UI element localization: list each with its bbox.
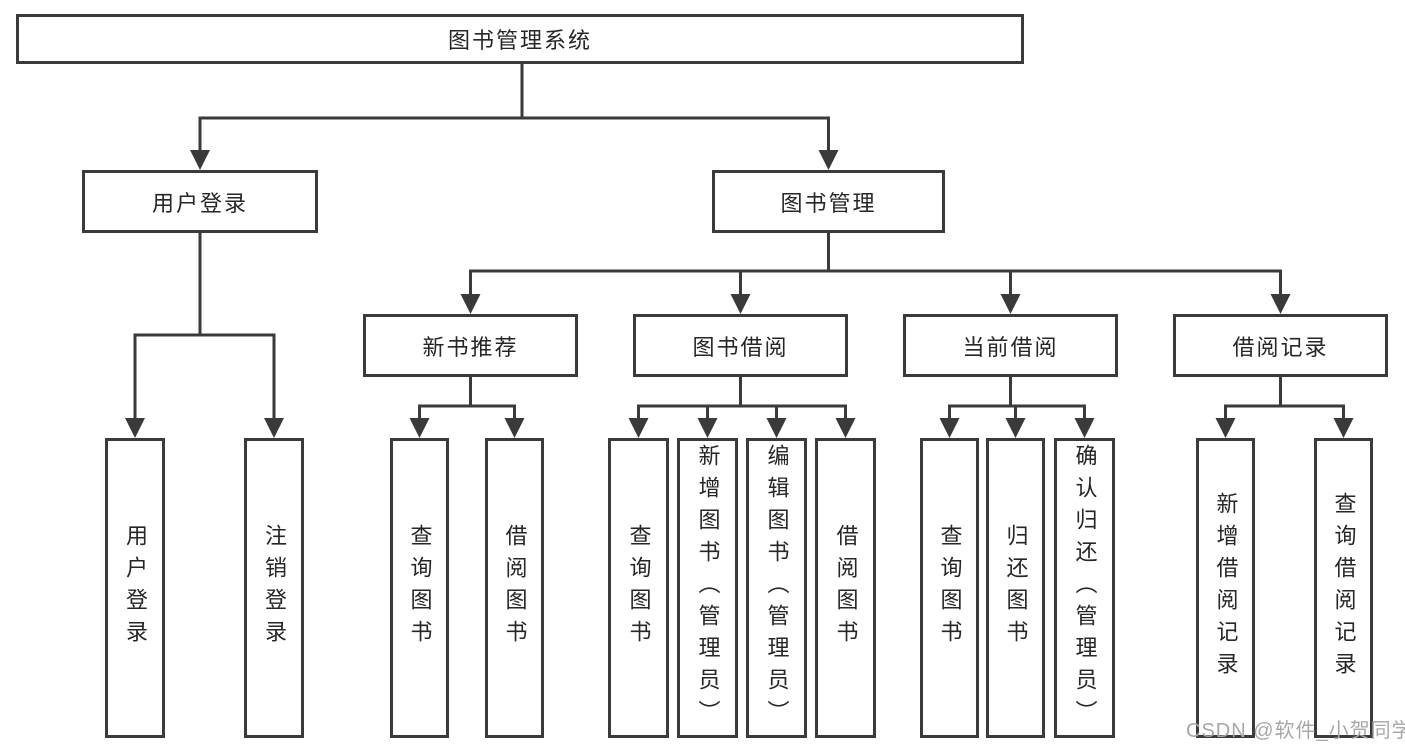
node-label: 新增借阅记录 [1213,492,1239,684]
node-label: 查询图书 [407,524,433,652]
node-label: 图书管理 [780,190,877,216]
node-label: 编辑图书（管理员） [764,444,790,732]
arrowhead-icon [1270,294,1291,314]
node-label: 新增图书（管理员） [695,444,721,732]
arrowhead-icon [409,418,430,438]
arrowhead-icon [264,418,284,438]
arrowhead-icon [1215,418,1236,438]
node-label: 借阅记录 [1232,334,1329,360]
node-label: 当前借阅 [962,334,1059,360]
diagram-node-book-management-branch: 图书管理 [712,170,945,233]
diagram-node-current-borrowing: 当前借阅 [903,314,1118,377]
node-label: 查询图书 [626,524,652,652]
node-label: 查询借阅记录 [1331,492,1357,684]
arrowhead-icon [1005,418,1026,438]
node-label: 借阅图书 [502,524,528,652]
arrowhead-icon [697,418,718,438]
node-label: 查询图书 [937,524,963,652]
node-label: 确认归还（管理员） [1072,444,1098,732]
node-label: 新书推荐 [422,334,519,360]
node-label: 注销登录 [262,524,287,652]
node-label: 用户登录 [151,190,248,216]
arrowhead-icon [1333,418,1354,438]
arrowhead-icon [730,294,751,314]
diagram-node-leaf-records-add: 新增借阅记录 [1196,438,1255,738]
arrowhead-icon [939,418,960,438]
node-label: 归还图书 [1003,524,1029,652]
arrowhead-icon [628,418,649,438]
diagram-node-leaf-borrow-borrow: 借阅图书 [815,438,876,738]
diagram-node-leaf-current-return: 归还图书 [986,438,1045,738]
node-label: 图书管理系统 [447,28,592,53]
node-label: 用户登录 [123,524,148,652]
diagram-node-borrowing-records: 借阅记录 [1173,314,1388,377]
diagram-node-leaf-borrow-add: 新增图书（管理员） [677,438,738,738]
diagram-node-user-login-branch: 用户登录 [82,170,318,233]
diagram-node-leaf-user-login: 用户登录 [105,438,165,738]
diagram-node-leaf-records-query: 查询借阅记录 [1314,438,1373,738]
arrowhead-icon [1074,418,1095,438]
diagram-node-leaf-recommend-query: 查询图书 [390,438,449,738]
arrowhead-icon [818,150,839,170]
arrowhead-icon [835,418,856,438]
diagram-node-leaf-current-confirm: 确认归还（管理员） [1054,438,1115,738]
node-label: 借阅图书 [833,524,859,652]
diagram-node-leaf-recommend-borrow: 借阅图书 [485,438,544,738]
arrowhead-icon [125,418,145,438]
arrowhead-icon [504,418,525,438]
arrowhead-icon [460,294,481,314]
diagram-node-leaf-borrow-query: 查询图书 [608,438,669,738]
diagram-node-system-root: 图书管理系统 [16,14,1024,64]
diagram-node-leaf-current-query: 查询图书 [920,438,979,738]
diagram-node-leaf-logout: 注销登录 [244,438,304,738]
diagram-node-leaf-borrow-edit: 编辑图书（管理员） [746,438,807,738]
arrowhead-icon [190,150,210,170]
node-label: 图书借阅 [692,334,789,360]
diagram-node-book-borrowing: 图书借阅 [633,314,848,377]
diagram-node-new-book-recommendation: 新书推荐 [363,314,578,377]
watermark-text: CSDN @软件_小贺同学 [1186,720,1405,742]
arrowhead-icon [1000,294,1021,314]
arrowhead-icon [766,418,787,438]
